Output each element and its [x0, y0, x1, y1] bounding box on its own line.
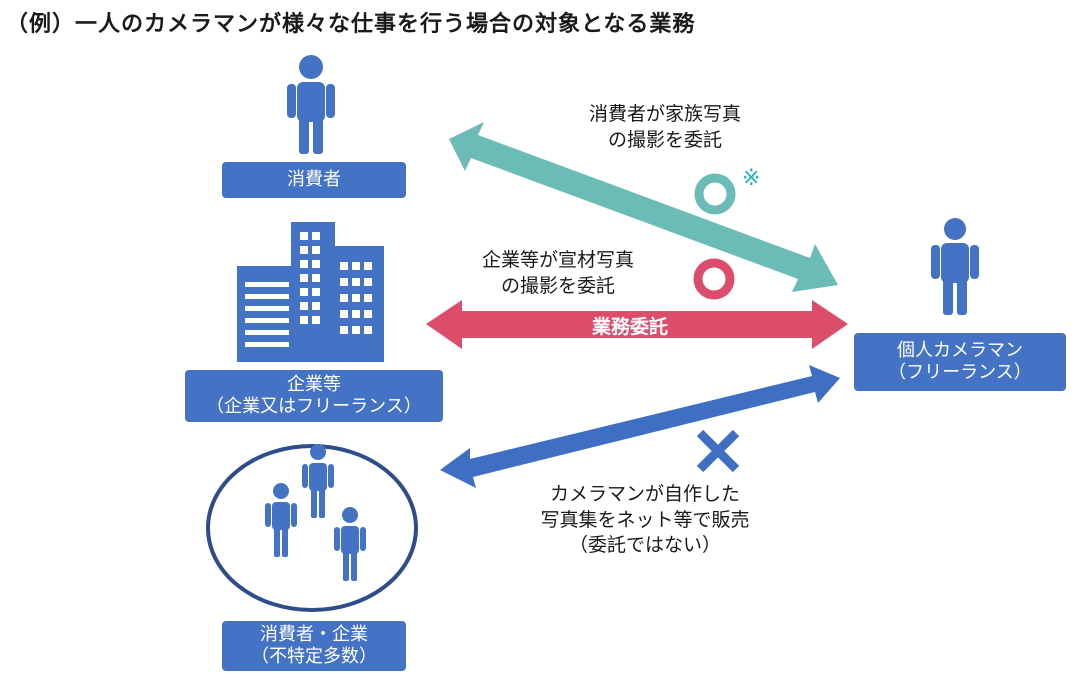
page-title: （例）一人のカメラマンが様々な仕事を行う場合の対象となる業務	[6, 12, 696, 37]
buildings-icon	[237, 222, 384, 362]
consumer-arrow-caption: 消費者が家族写真 の撮影を委託	[565, 102, 765, 153]
public-sales-arrow	[440, 365, 840, 488]
red-circle-mark	[693, 258, 735, 300]
company-label-line1: 企業等	[287, 374, 341, 396]
company-arrow-caption-line2: の撮影を委託	[500, 274, 615, 297]
cameraman-label-line2: （フリーランス）	[888, 362, 1032, 383]
public-person-icon	[302, 444, 334, 518]
company-commission-arrow	[426, 300, 848, 349]
company-arrow-caption: 企業等が宣材写真 の撮影を委託	[458, 248, 658, 299]
teal-circle-mark	[694, 173, 736, 215]
company-label-line2: （企業又はフリーランス）	[206, 396, 422, 417]
public-arrow-caption-line2: 写真集をネット等で販売	[540, 508, 750, 531]
public-label: 消費者・企業 （不特定多数）	[222, 621, 406, 671]
cameraman-label-line1: 個人カメラマン	[897, 340, 1023, 362]
company-label: 企業等 （企業又はフリーランス）	[185, 370, 443, 422]
cameraman-person-icon	[931, 218, 979, 315]
consumer-label: 消費者	[222, 162, 406, 198]
cameraman-label: 個人カメラマン （フリーランス）	[854, 333, 1066, 391]
public-label-line2: （不特定多数）	[251, 646, 377, 667]
company-arrow-caption-line1: 企業等が宣材写真	[481, 249, 634, 271]
consumer-arrow-caption-line2: の撮影を委託	[607, 128, 722, 151]
consumer-arrow-caption-line1: 消費者が家族写真	[588, 103, 741, 125]
consumer-label-text: 消費者	[287, 169, 341, 191]
consumer-commission-arrow	[449, 122, 838, 292]
public-person-icon	[265, 483, 297, 557]
public-person-icon	[334, 507, 366, 581]
public-arrow-caption: カメラマンが自作した 写真集をネット等で販売 （委託ではない）	[515, 482, 775, 559]
public-arrow-caption-line1: カメラマンが自作した	[549, 483, 740, 505]
contract-arrow-label: 業務委託	[592, 316, 669, 338]
public-label-line1: 消費者・企業	[260, 624, 368, 646]
blue-cross-mark	[696, 429, 740, 473]
note-mark: ※	[742, 166, 761, 191]
consumer-person-icon	[287, 55, 335, 154]
public-group-ellipse	[206, 444, 418, 612]
public-arrow-caption-line3: （委託ではない）	[568, 534, 721, 557]
